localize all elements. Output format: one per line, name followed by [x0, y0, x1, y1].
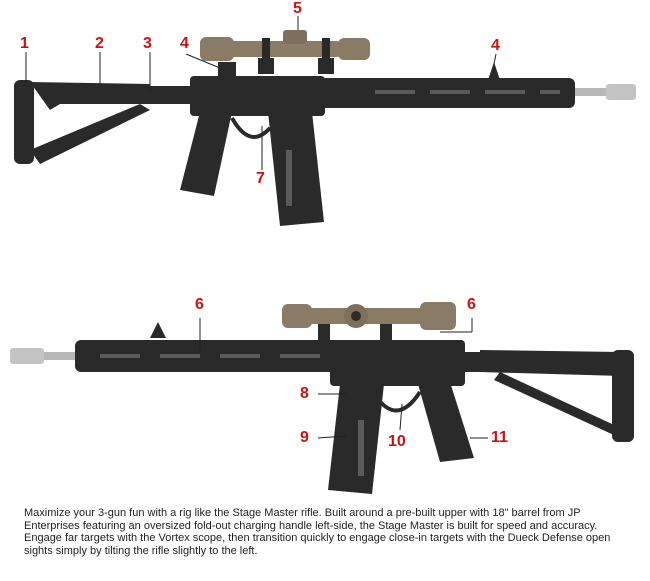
callout-8: 8: [300, 385, 309, 402]
callout-4-rear-sight: 4: [180, 35, 189, 52]
callout-7: 7: [256, 170, 265, 187]
callout-11: 11: [491, 429, 508, 446]
leader-lines-top: [25, 16, 497, 170]
rifle-bottom: [10, 302, 634, 494]
callout-1: 1: [20, 35, 29, 52]
magazine-bottom: [328, 384, 384, 494]
trigger-guard-top: [230, 116, 272, 139]
front-sight-top: [488, 62, 500, 80]
magazine-top: [268, 112, 324, 226]
scope-bottom: [282, 302, 456, 340]
callout-6-charging-handle: 6: [467, 296, 476, 313]
receiver-bottom: [330, 340, 465, 386]
product-figure: 1 2 3 4 5 4 7 6 6 8 9 10 11: [10, 0, 636, 494]
stock-top: [14, 80, 150, 164]
callout-3: 3: [143, 35, 152, 52]
scope-top: [200, 30, 370, 74]
barrel-bottom: [40, 352, 80, 360]
callout-6-handguard: 6: [195, 296, 204, 313]
rear-sight-top: [218, 62, 236, 80]
callout-5: 5: [293, 0, 302, 17]
callout-2: 2: [95, 35, 104, 52]
rifle-illustration: [10, 16, 636, 494]
barrel-top: [570, 88, 610, 96]
muzzle-brake-bottom: [10, 348, 44, 364]
buffer-tube-top: [140, 86, 195, 104]
stock-bottom: [480, 350, 634, 442]
handguard-bottom: [75, 340, 340, 372]
muzzle-brake-top: [606, 84, 636, 100]
pistol-grip-bottom: [418, 382, 474, 462]
pistol-grip-top: [180, 112, 232, 196]
caption-text: Maximize your 3-gun fun with a rig like …: [24, 507, 611, 557]
callout-4-front-sight: 4: [491, 37, 500, 54]
front-sight-bottom: [150, 322, 166, 338]
callout-10: 10: [388, 433, 406, 450]
handguard-top: [320, 78, 575, 108]
rifle-top: [14, 16, 636, 226]
callout-9: 9: [300, 429, 309, 446]
leader-lines-bottom: [199, 318, 488, 439]
receiver-top: [190, 76, 325, 116]
